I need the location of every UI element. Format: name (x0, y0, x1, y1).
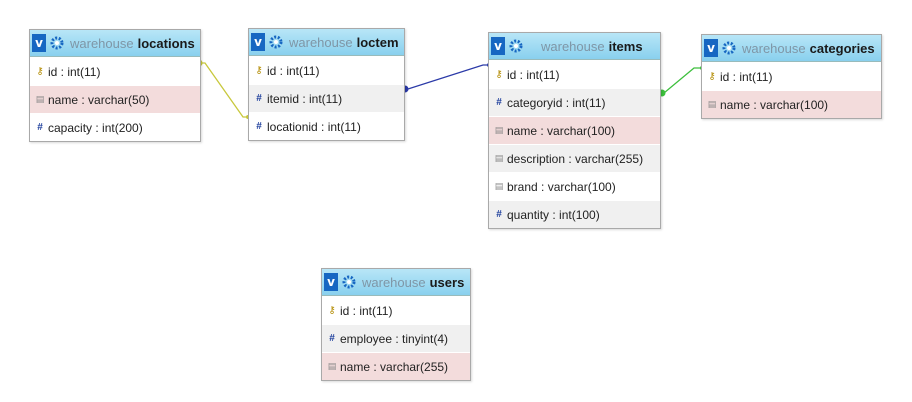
key-icon: ⚷ (255, 65, 263, 76)
column-row[interactable]: ▤name : varchar(100) (702, 90, 881, 118)
column-label: name : varchar(100) (507, 123, 616, 138)
table-header[interactable]: v warehouse categories (702, 35, 881, 62)
column-label: id : int(11) (48, 64, 101, 79)
column-row[interactable]: # categoryid : int(11) (489, 88, 660, 116)
column-label: capacity : int(200) (48, 120, 143, 135)
text-icon: ▤ (35, 94, 45, 104)
table-header[interactable]: v warehouse items (489, 33, 660, 60)
column-row[interactable]: # capacity : int(200) (30, 113, 200, 141)
collapse-toggle-icon[interactable]: v (324, 273, 338, 291)
table-name: locations (137, 35, 195, 51)
column-row[interactable]: ⚷ id : int(11) (489, 60, 660, 88)
relation-line (199, 62, 249, 118)
column-label: quantity : int(100) (507, 207, 600, 222)
text-icon: ▤ (494, 181, 504, 191)
gear-icon[interactable] (509, 39, 523, 53)
column-row[interactable]: # quantity : int(100) (489, 200, 660, 228)
column-label: name : varchar(100) (720, 97, 829, 112)
collapse-toggle-icon[interactable]: v (491, 37, 505, 55)
table-header[interactable]: v warehouse locations (30, 30, 200, 57)
database-name: warehouse (541, 38, 605, 54)
number-icon: # (37, 122, 43, 133)
column-row[interactable]: ▤brand : varchar(100) (489, 172, 660, 200)
number-icon: # (496, 209, 502, 220)
number-icon: # (329, 333, 335, 344)
table-loctem[interactable]: v warehouse loctem ⚷ id : int(11) # itemid… (248, 28, 405, 141)
gear-icon[interactable] (50, 36, 64, 50)
column-row[interactable]: # employee : tinyint(4) (322, 324, 470, 352)
column-row[interactable]: ⚷ id : int(11) (30, 57, 200, 85)
database-name: warehouse (362, 274, 426, 290)
column-label: categoryid : int(11) (507, 95, 606, 110)
key-icon: ⚷ (328, 305, 336, 316)
column-row[interactable]: # itemid : int(11) (249, 84, 404, 112)
column-row[interactable]: ▤name : varchar(100) (489, 116, 660, 144)
column-row[interactable]: ▤name : varchar(255) (322, 352, 470, 380)
number-icon: # (496, 97, 502, 108)
text-icon: ▤ (494, 153, 504, 163)
column-row[interactable]: ⚷ id : int(11) (249, 56, 404, 84)
table-name: categories (809, 40, 875, 56)
column-label: brand : varchar(100) (507, 179, 616, 194)
column-row[interactable]: ▤description : varchar(255) (489, 144, 660, 172)
collapse-toggle-icon[interactable]: v (704, 39, 718, 57)
number-icon: # (256, 93, 262, 104)
text-icon: ▤ (707, 99, 717, 109)
table-name: loctem (356, 34, 399, 50)
column-row[interactable]: ⚷ id : int(11) (322, 296, 470, 324)
key-icon: ⚷ (36, 66, 44, 77)
table-categories[interactable]: v warehouse categories ⚷ id : int(11) ▤na… (701, 34, 882, 119)
relation-line (403, 64, 489, 90)
database-name: warehouse (742, 40, 806, 56)
gear-icon[interactable] (342, 275, 356, 289)
column-label: itemid : int(11) (267, 91, 343, 106)
key-icon: ⚷ (495, 69, 503, 80)
column-label: name : varchar(50) (48, 92, 150, 107)
collapse-toggle-icon[interactable]: v (251, 33, 265, 51)
gear-icon[interactable] (722, 41, 736, 55)
column-row[interactable]: ⚷ id : int(11) (702, 62, 881, 90)
collapse-toggle-icon[interactable]: v (32, 34, 46, 52)
table-header[interactable]: v warehouse users (322, 269, 470, 296)
column-label: employee : tinyint(4) (340, 331, 449, 346)
column-label: id : int(11) (340, 303, 393, 318)
column-label: locationid : int(11) (267, 119, 361, 134)
gear-icon[interactable] (269, 35, 283, 49)
text-icon: ▤ (327, 361, 337, 371)
table-users[interactable]: v warehouse users ⚷ id : int(11) # employe… (321, 268, 471, 381)
key-icon: ⚷ (708, 71, 716, 82)
table-locations[interactable]: v warehouse locations ⚷ id : int(11) ▤nam… (29, 29, 201, 142)
table-header[interactable]: v warehouse loctem (249, 29, 404, 56)
text-icon: ▤ (494, 125, 504, 135)
column-label: name : varchar(255) (340, 359, 449, 374)
column-label: id : int(11) (720, 69, 773, 84)
column-row[interactable]: # locationid : int(11) (249, 112, 404, 140)
table-name: users (429, 274, 465, 290)
number-icon: # (256, 121, 262, 132)
column-label: id : int(11) (267, 63, 320, 78)
database-name: warehouse (289, 34, 353, 50)
relation-line (659, 67, 702, 94)
table-name: items (608, 38, 643, 54)
database-name: warehouse (70, 35, 134, 51)
column-label: description : varchar(255) (507, 151, 644, 166)
column-row[interactable]: ▤name : varchar(50) (30, 85, 200, 113)
column-label: id : int(11) (507, 67, 560, 82)
table-items[interactable]: v warehouse items ⚷ id : int(11) # categor… (488, 32, 661, 229)
